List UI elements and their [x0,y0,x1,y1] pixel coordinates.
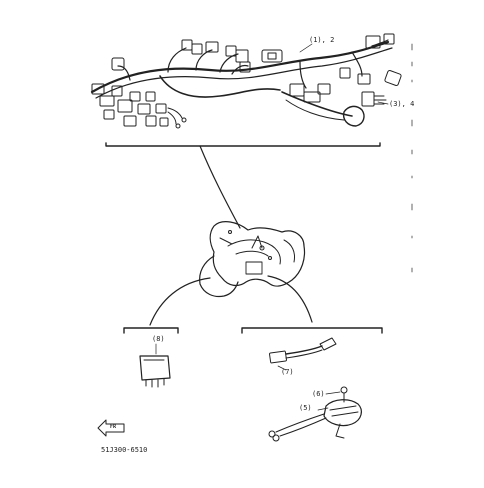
callout-sub-harness: (7) [281,368,294,376]
screw [326,387,347,402]
drawing-code: 51J300-6510 [101,446,148,454]
callout-screw: (6) [312,390,325,398]
frame-outline [200,222,305,297]
lower-brackets [124,276,382,333]
fr-marker-label: FR [110,424,117,430]
flasher-relay [140,344,170,387]
callout-horn: (5) [299,404,312,412]
main-wire-harness [92,34,402,128]
callout-flasher-relay: (8) [152,335,165,343]
harness-bracket [106,143,380,228]
horn [269,400,361,441]
sub-harness [269,338,336,370]
callout-harness: (1), 2 [309,36,335,44]
callout-relay-unit: (3), 4 [389,100,415,108]
front-arrow-icon [98,420,124,436]
